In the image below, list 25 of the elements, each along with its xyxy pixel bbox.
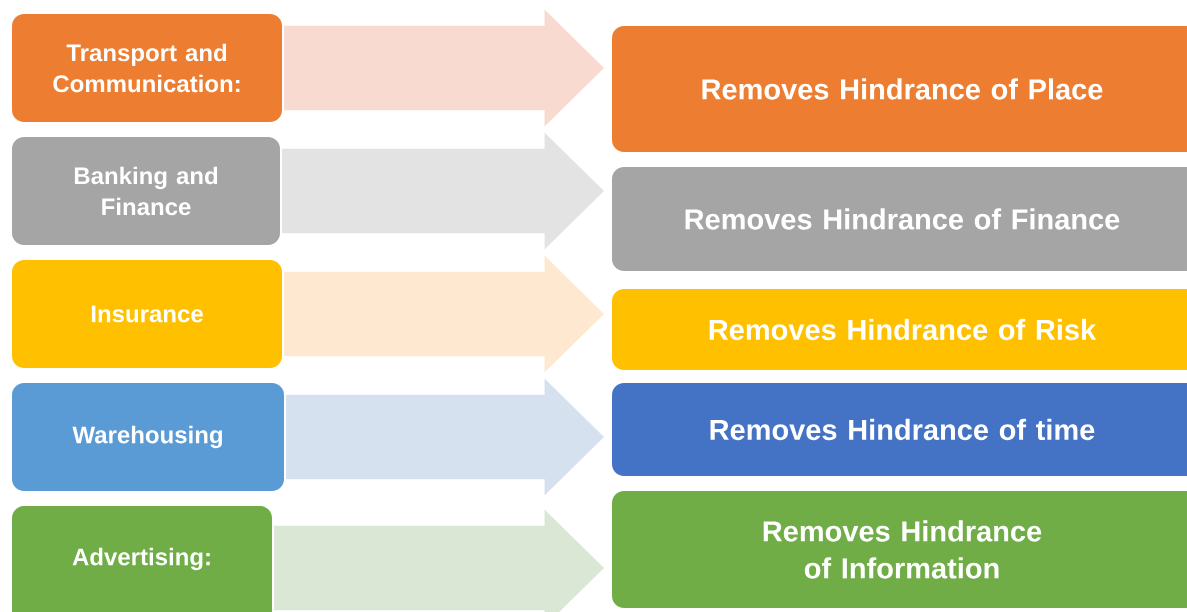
category-box	[12, 137, 280, 245]
block-arrow	[286, 378, 604, 496]
node-label: Removes Hindrance of Risk	[709, 318, 1097, 341]
node-label: Removes Hindrance of Information	[763, 520, 1042, 579]
block-arrow	[284, 255, 604, 373]
node-label: Transport and Communication:	[53, 43, 240, 93]
node-label: Warehousing	[72, 425, 222, 449]
category-box	[12, 14, 282, 122]
block-arrow	[274, 509, 604, 612]
node-label: Removes Hindrance of time	[710, 418, 1095, 441]
node-label: Banking and Finance	[74, 166, 218, 216]
result-box	[612, 289, 1187, 370]
node-label: Insurance	[91, 305, 203, 323]
result-box	[612, 167, 1187, 271]
category-box	[12, 260, 282, 368]
node-label: Advertising:	[72, 547, 210, 571]
block-arrow	[282, 132, 604, 250]
result-box	[612, 26, 1187, 152]
block-arrow	[284, 9, 604, 127]
category-box	[12, 506, 272, 612]
category-box	[12, 383, 284, 491]
node-label: Removes Hindrance of Place	[702, 78, 1103, 100]
node-label: Removes Hindrance of Finance	[685, 208, 1120, 230]
result-box	[612, 491, 1187, 608]
result-box	[612, 383, 1187, 476]
